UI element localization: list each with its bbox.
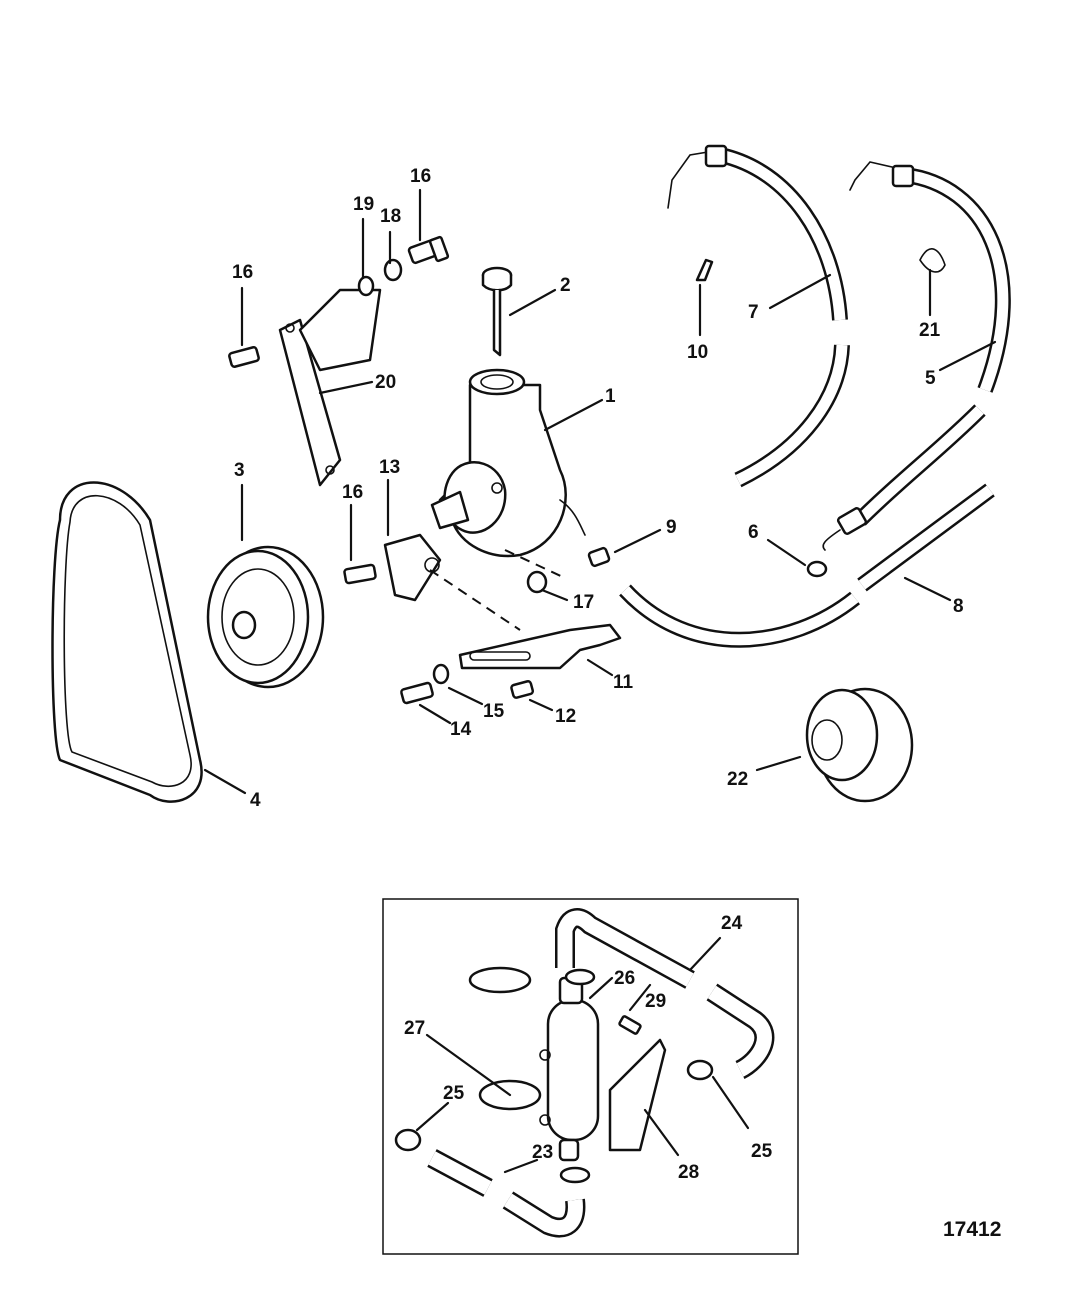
hose-clamp [468, 966, 542, 1111]
callout-22: 22 [727, 769, 748, 790]
callout-27: 27 [404, 1018, 425, 1039]
callout-5: 5 [925, 368, 936, 389]
callout-16-top: 16 [410, 166, 431, 187]
drive-belt [51, 481, 203, 803]
callout-16-mid: 16 [342, 482, 363, 503]
oil-cooler [539, 976, 600, 1162]
washer [383, 258, 403, 282]
callout-16-left: 16 [232, 262, 253, 283]
clamp [559, 1166, 591, 1184]
callout-14: 14 [450, 719, 472, 740]
cooler-kit-inset [382, 898, 799, 1255]
drive-pulley [805, 687, 914, 803]
callout-13: 13 [379, 457, 400, 478]
pump-pulley [206, 545, 325, 689]
power-steering-pump [430, 368, 586, 558]
nut [526, 570, 548, 594]
cooler-hose-24 [555, 908, 775, 1079]
bolt [228, 346, 260, 368]
callouts: 1 2 3 4 5 6 7 8 9 10 11 12 13 14 15 16 1… [232, 166, 964, 1183]
callout-6: 6 [748, 522, 759, 543]
clamp [686, 1059, 714, 1081]
pressure-hose-7 [667, 144, 850, 488]
o-ring [806, 560, 828, 578]
bolt [510, 680, 535, 699]
callout-24: 24 [721, 913, 743, 934]
bolt [400, 681, 434, 705]
callout-15: 15 [483, 701, 505, 722]
callout-18: 18 [380, 206, 401, 227]
clamp [394, 1128, 422, 1152]
callout-10: 10 [687, 342, 708, 363]
callout-26: 26 [614, 968, 635, 989]
mounting-bracket-front [383, 533, 442, 602]
callout-12: 12 [555, 706, 576, 727]
callout-29: 29 [645, 991, 666, 1012]
bolt [407, 235, 450, 265]
screw [618, 1015, 642, 1035]
callout-25-left: 25 [443, 1083, 465, 1104]
callout-28: 28 [678, 1162, 699, 1183]
callout-1: 1 [605, 386, 616, 407]
mounting-strap [608, 1038, 667, 1152]
callout-11: 11 [613, 672, 634, 693]
callout-19: 19 [353, 194, 374, 215]
callout-7: 7 [748, 302, 759, 323]
callout-25-right: 25 [751, 1141, 773, 1162]
callout-9: 9 [666, 517, 677, 538]
callout-3: 3 [234, 460, 245, 481]
washer [432, 663, 450, 685]
adjusting-bracket [458, 623, 622, 670]
callout-8: 8 [953, 596, 964, 617]
clip-10 [695, 258, 714, 282]
clip-21 [919, 248, 946, 273]
return-hose-8 [619, 483, 995, 648]
reservoir-cap-dipstick [481, 266, 513, 357]
callout-20: 20 [375, 372, 396, 393]
nut [357, 275, 375, 297]
callout-4: 4 [250, 790, 261, 811]
cooler-hose-23 [427, 1149, 586, 1238]
callout-21: 21 [919, 320, 941, 341]
leader-lines [203, 188, 997, 1174]
callout-2: 2 [560, 275, 571, 296]
callout-23: 23 [532, 1142, 553, 1163]
callout-17: 17 [573, 592, 594, 613]
fitting [587, 546, 611, 568]
figure-id: 17412 [943, 1218, 1001, 1241]
clamp [564, 968, 596, 986]
bolt [343, 563, 377, 585]
return-hose-5 [822, 161, 1011, 551]
mounting-bracket-upper [278, 288, 382, 487]
